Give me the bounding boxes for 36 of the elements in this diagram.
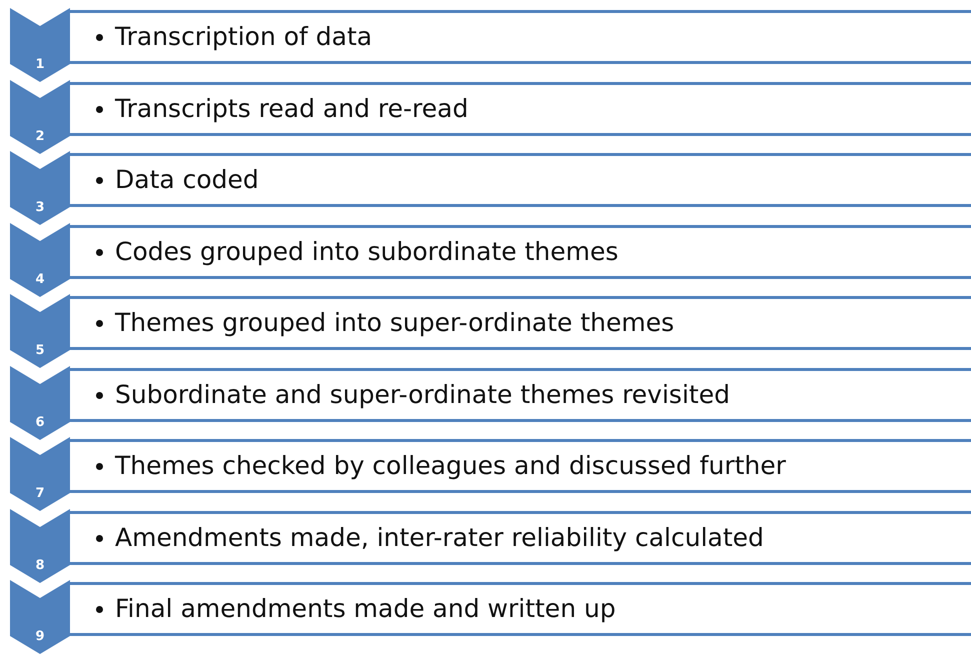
step-number: 4 [34, 272, 46, 286]
chevron-step [10, 294, 70, 368]
step-text: Transcription of data [115, 21, 372, 53]
step-text: Themes checked by colleagues and discussed further [115, 450, 786, 482]
step-box [70, 10, 971, 64]
chevron-step [10, 580, 70, 654]
chevron-step [10, 80, 70, 154]
step-text: Data coded [115, 164, 259, 196]
chevron-step [10, 366, 70, 440]
step-box [70, 582, 971, 636]
chevron-step [10, 222, 70, 296]
step-text: Codes grouped into subordinate themes [115, 236, 618, 268]
step-number: 3 [34, 200, 46, 215]
step-number: 1 [34, 57, 46, 72]
step-text: Subordinate and super-ordinate themes revisited [115, 378, 730, 410]
chevron-step [10, 151, 70, 225]
step-text: Final amendments made and written up [115, 593, 616, 625]
step-number: 8 [34, 558, 46, 572]
step-box [70, 510, 971, 564]
step-box [70, 296, 971, 350]
chevron-step [10, 8, 70, 82]
step-text: Themes grouped into super-ordinate themes [115, 307, 674, 339]
step-number: 2 [34, 128, 46, 144]
chevron-step [10, 437, 70, 511]
step-box [70, 153, 971, 207]
step-number: 9 [34, 629, 46, 644]
step-number: 7 [34, 486, 46, 501]
step-box [70, 82, 971, 136]
step-number: 6 [34, 414, 46, 430]
step-box [70, 224, 971, 278]
step-text: Transcripts read and re-read [115, 92, 468, 124]
step-number: 5 [34, 343, 46, 358]
chevron-step [10, 508, 70, 582]
step-box [70, 439, 971, 493]
step-box [70, 368, 971, 422]
step-text: Amendments made, inter-rater reliability calculated [115, 522, 764, 554]
